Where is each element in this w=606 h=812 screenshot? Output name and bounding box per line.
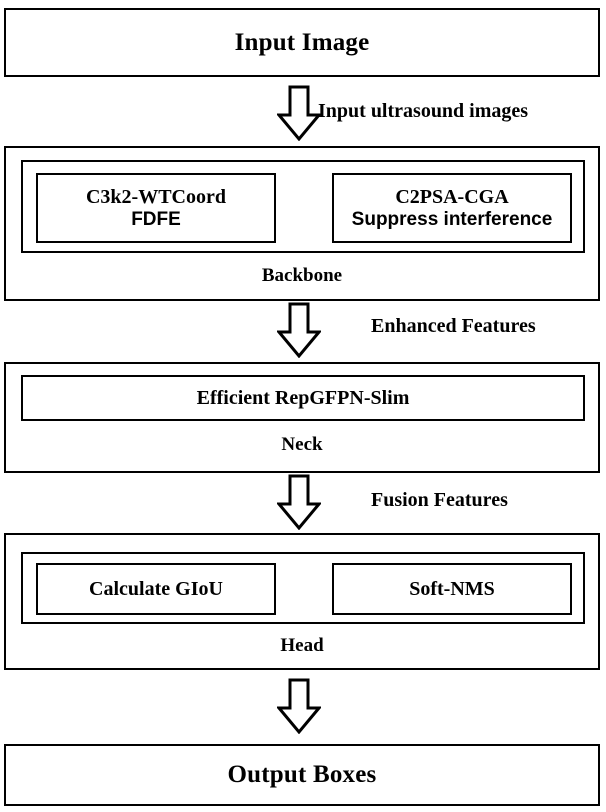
node-head: Calculate GIoU Soft-NMS Head: [4, 533, 600, 670]
backbone-module-0-line2: FDFE: [131, 208, 181, 230]
head-module-0-line1: Calculate GIoU: [89, 577, 223, 600]
arrow-backbone-to-neck-icon: [277, 302, 321, 358]
arrow-input-to-backbone-icon: [277, 85, 321, 141]
backbone-module-1-line2: Suppress interference: [351, 208, 553, 230]
backbone-module-container: C3k2-WTCoord FDFE C2PSA-CGA Suppress int…: [21, 160, 585, 253]
head-caption: Head: [280, 635, 324, 656]
node-neck: Efficient RepGFPN-Slim Neck: [4, 362, 600, 473]
backbone-caption: Backbone: [261, 265, 343, 286]
head-module-container: Calculate GIoU Soft-NMS: [21, 552, 585, 624]
head-module-1-line1: Soft-NMS: [409, 577, 495, 600]
arrow-label-input-to-backbone: Input ultrasound images: [318, 100, 529, 122]
arrow-head-to-output-icon: [277, 678, 321, 734]
backbone-module-c2psa-cga: C2PSA-CGA Suppress interference: [332, 173, 572, 243]
neck-module-repgfpn-slim: Efficient RepGFPN-Slim: [21, 375, 585, 421]
backbone-module-1-line1: C2PSA-CGA: [395, 186, 509, 209]
head-module-soft-nms: Soft-NMS: [332, 563, 572, 615]
head-module-calculate-giou: Calculate GIoU: [36, 563, 276, 615]
output-boxes-label: Output Boxes: [227, 761, 377, 788]
input-image-label: Input Image: [234, 28, 370, 56]
arrow-label-neck-to-head: Fusion Features: [371, 489, 508, 511]
arrow-label-backbone-to-neck: Enhanced Features: [371, 315, 536, 337]
arrow-neck-to-head-icon: [277, 474, 321, 530]
node-input-image: Input Image: [4, 8, 600, 77]
neck-caption: Neck: [281, 434, 323, 455]
node-output-boxes: Output Boxes: [4, 744, 600, 806]
node-backbone: C3k2-WTCoord FDFE C2PSA-CGA Suppress int…: [4, 146, 600, 301]
backbone-module-0-line1: C3k2-WTCoord: [85, 186, 226, 209]
backbone-module-c3k2-wtcoord: C3k2-WTCoord FDFE: [36, 173, 276, 243]
neck-module-0-line1: Efficient RepGFPN-Slim: [196, 386, 410, 409]
